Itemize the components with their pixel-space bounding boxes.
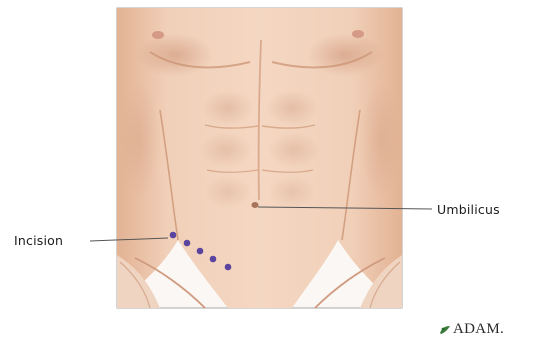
umbilicus-mark [252, 202, 259, 208]
umbilicus-label: Umbilicus [437, 202, 500, 217]
torso [117, 8, 402, 308]
incision-mark [197, 248, 204, 255]
incision-label: Incision [14, 233, 63, 248]
adam-logo-text: ADAM. [453, 321, 504, 338]
adam-logo-icon [439, 324, 451, 336]
incision-mark [170, 232, 177, 239]
adam-logo: ADAM. [439, 321, 504, 338]
incision-mark [210, 256, 217, 263]
incision-mark [225, 264, 232, 271]
incision-mark [184, 240, 191, 247]
